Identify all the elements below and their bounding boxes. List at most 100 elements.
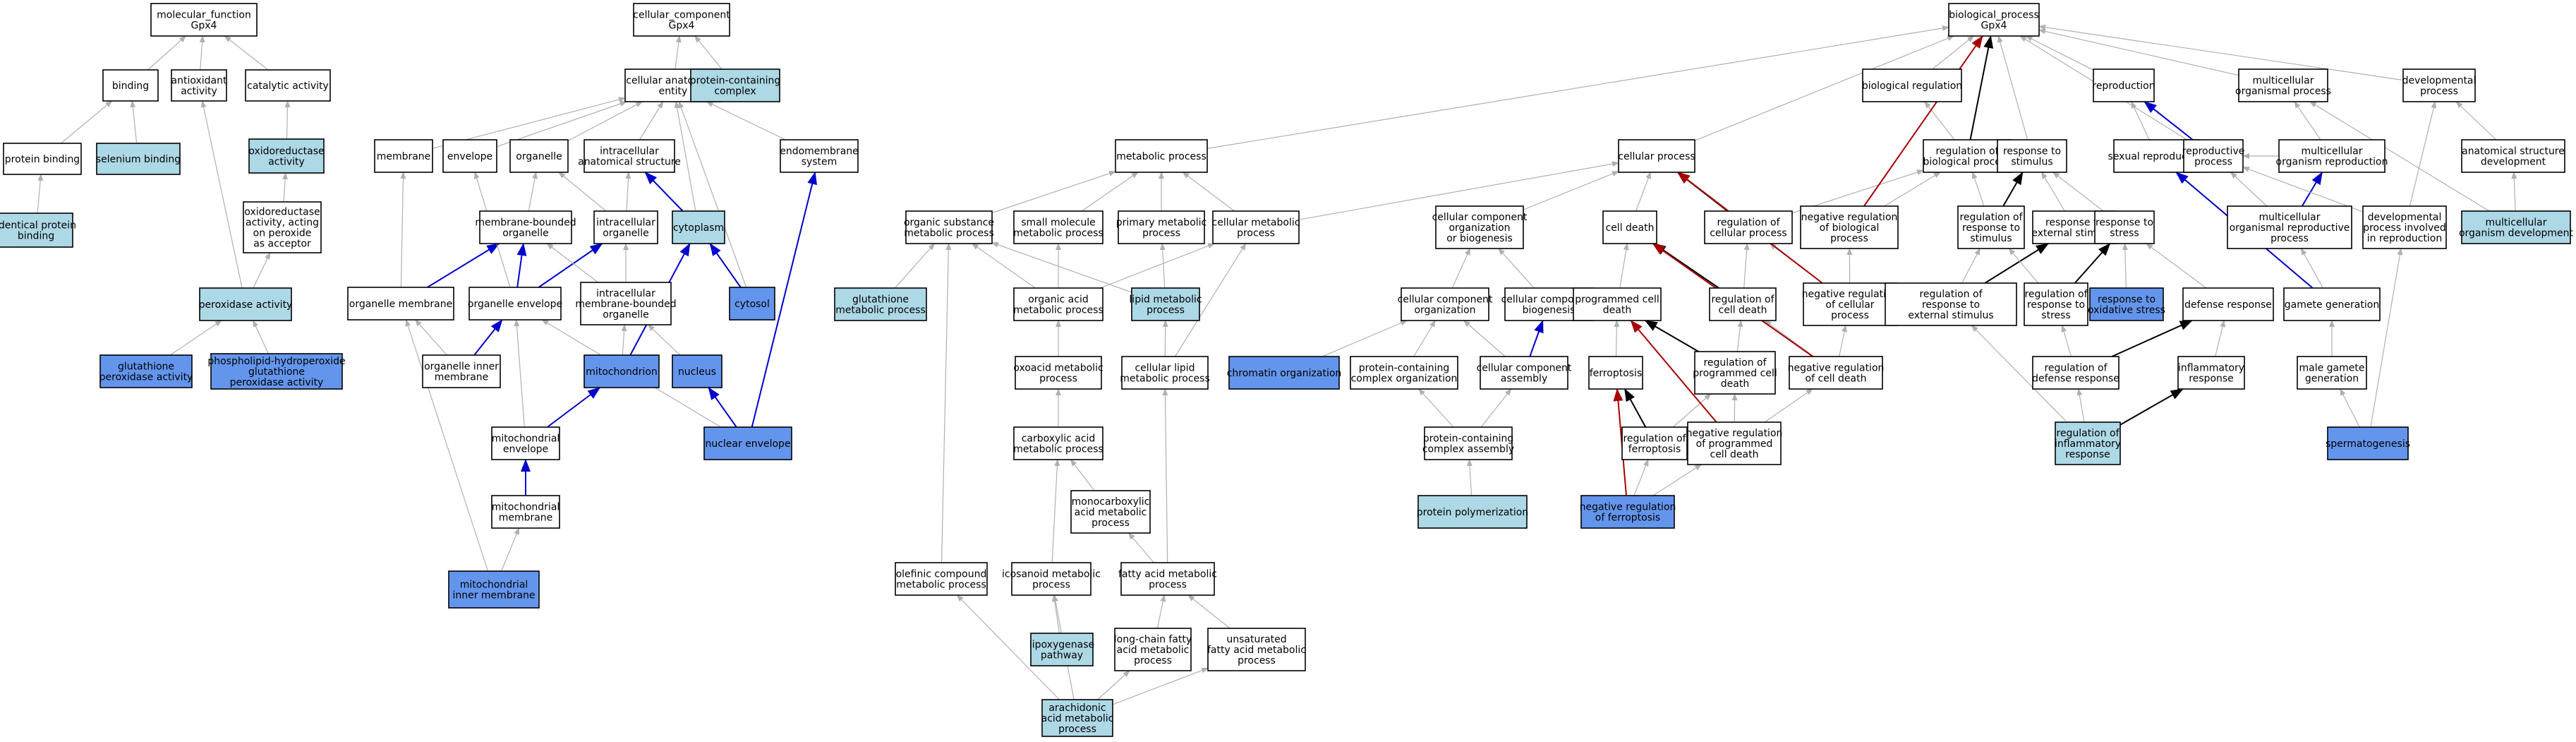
go-term-node[interactable]: organelle membrane	[347, 287, 454, 321]
go-term-node[interactable]: ferroptosis	[1588, 356, 1643, 390]
go-term-node[interactable]: cellular process	[1618, 139, 1695, 173]
go-term-node[interactable]: binding	[102, 69, 159, 102]
go-term-node[interactable]: protein polymerization	[1417, 495, 1528, 529]
go-term-node[interactable]: protein binding	[3, 143, 82, 175]
go-term-node[interactable]: cytoplasm	[672, 210, 725, 244]
go-term-node[interactable]: organelle	[509, 139, 569, 173]
go-term-node[interactable]: metabolic process	[1115, 139, 1208, 173]
go-term-node[interactable]: membrane	[374, 139, 433, 173]
go-term-label: small molecule	[1021, 217, 1096, 229]
go-term-node[interactable]: biological regulation	[1862, 68, 1962, 102]
go-term-node[interactable]: chromatin organization	[1227, 356, 1342, 390]
go-term-node[interactable]: selenium binding	[96, 143, 181, 175]
go-term-node[interactable]: reproduction	[2092, 68, 2155, 102]
go-term-node[interactable]: cytosol	[729, 287, 775, 321]
go-term-node[interactable]: defense response	[2182, 287, 2274, 321]
go-term-label: cellular process	[1618, 151, 1695, 162]
edge-is-a	[1961, 248, 1981, 284]
go-term-node[interactable]: peroxidase activity	[199, 287, 293, 321]
go-term-node[interactable]: phospholipid-hydroperoxideglutathioneper…	[207, 353, 346, 390]
go-term-node[interactable]: envelope	[442, 139, 497, 173]
go-term-node[interactable]: nucleus	[672, 354, 722, 388]
go-term-node[interactable]: organelle envelope	[468, 287, 562, 321]
go-term-node[interactable]: gamete generation	[2283, 287, 2381, 321]
go-term-node[interactable]: cell death	[1602, 210, 1657, 244]
go-term-node[interactable]: nuclear envelope	[703, 426, 792, 460]
go-term-node[interactable]: catalytic activity	[245, 69, 331, 102]
go-term-node[interactable]: mitochondrion	[583, 354, 660, 388]
go-term-node[interactable]: spermatogenesis	[2326, 426, 2410, 460]
